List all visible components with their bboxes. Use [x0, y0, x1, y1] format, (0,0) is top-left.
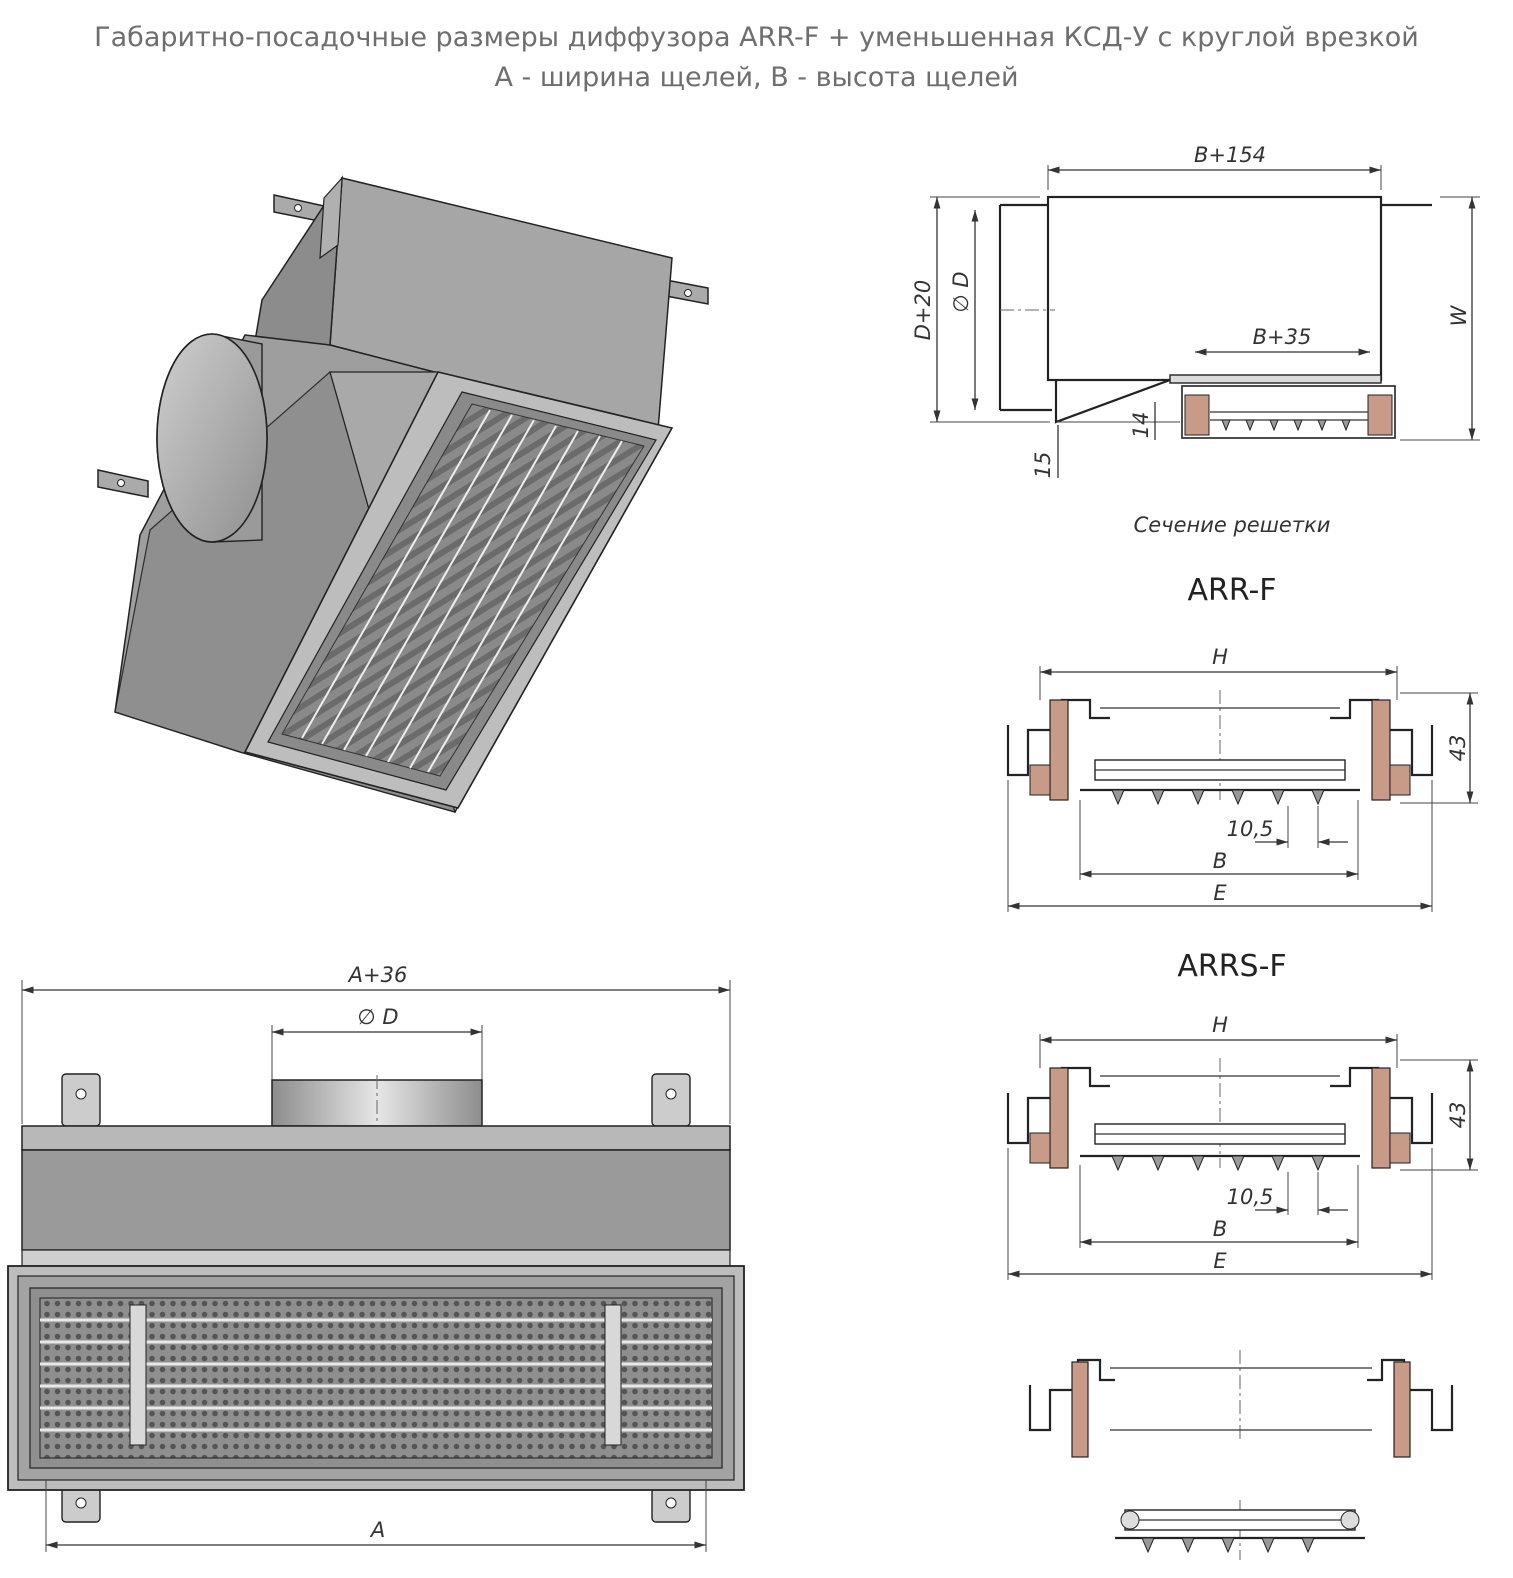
arrs-f-dim-h: H [1212, 1013, 1228, 1037]
dim-w: W [1447, 304, 1471, 326]
arrs-f-dim-slot: 10,5 [1227, 1185, 1274, 1209]
arr-f-dim-h: H [1212, 645, 1228, 669]
dim-b-plus-35: B+35 [1253, 325, 1312, 349]
front-view: A+36 ∅ D [7, 963, 745, 1552]
arr-f-dim-b: B [1213, 849, 1227, 873]
dim-15: 15 [1031, 452, 1055, 479]
section-caption: Сечение решетки [1134, 513, 1331, 537]
dim-a-plus-36: A+36 [347, 963, 408, 987]
arrs-f-dim-b: B [1213, 1217, 1227, 1241]
title-line-1: Габаритно-посадочные размеры диффузора A… [94, 22, 1419, 53]
page-title: Габаритно-посадочные размеры диффузора A… [0, 18, 1513, 98]
arrs-f-dim-43: 43 [1446, 1102, 1470, 1129]
dim-diameter-d: ∅ D [949, 271, 973, 312]
arr-f-dim-e: E [1213, 881, 1227, 905]
arrs-f-profile: ARRS-F H 43 10,5 B [1006, 949, 1478, 1280]
arr-f-profile: ARR-F H 43 10,5 [1006, 573, 1478, 912]
exploded-sections [1028, 1350, 1454, 1560]
dim-14: 14 [1129, 412, 1153, 439]
isometric-view [97, 175, 709, 814]
arr-f-label: ARR-F [1187, 573, 1276, 608]
dim-d-plus-20: D+20 [911, 280, 935, 341]
arrs-f-label: ARRS-F [1177, 949, 1286, 984]
section-view: B+154 B+35 D+20 ∅ D W 14 15 Сечение реше… [911, 143, 1480, 537]
dim-a: A [369, 1518, 385, 1542]
dim-b-plus-154: B+154 [1194, 143, 1266, 167]
arr-f-dim-slot: 10,5 [1227, 817, 1274, 841]
arrs-f-dim-e: E [1213, 1249, 1227, 1273]
dim-front-diameter: ∅ D [357, 1005, 398, 1029]
title-line-2: А - ширина щелей, В - высота щелей [494, 62, 1019, 93]
arr-f-dim-43: 43 [1446, 735, 1470, 762]
